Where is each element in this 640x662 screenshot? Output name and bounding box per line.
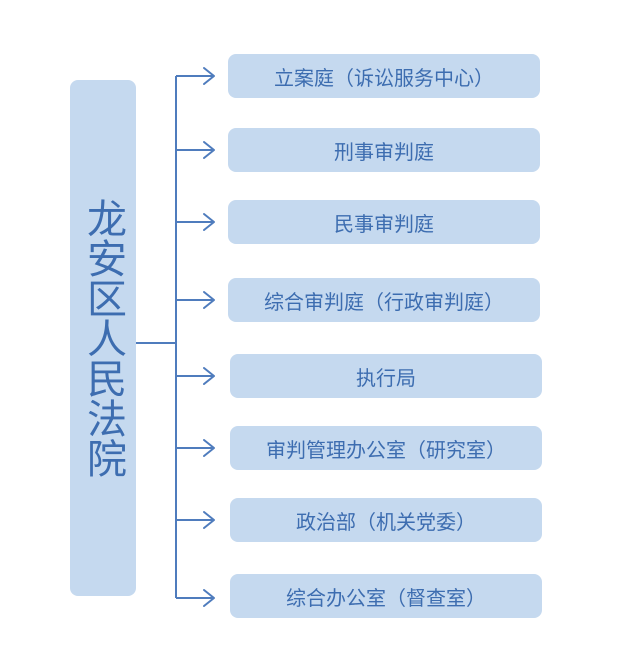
branch-label: 民事审判庭 <box>334 211 434 236</box>
arrow-connector <box>176 213 215 231</box>
branch-node: 刑事审判庭 <box>228 128 540 172</box>
root-label: 龙安区人民法院 <box>80 198 126 478</box>
branch-node: 民事审判庭 <box>228 200 540 244</box>
branch-node: 执行局 <box>230 354 542 398</box>
arrow-connector <box>176 141 215 159</box>
branch-label: 政治部（机关党委） <box>296 509 476 534</box>
arrow-connector <box>176 67 215 85</box>
branch-label: 执行局 <box>356 365 416 390</box>
arrow-connector <box>176 511 215 529</box>
branch-label: 综合审判庭（行政审判庭） <box>264 289 504 314</box>
arrow-connector <box>176 291 215 309</box>
branch-label: 综合办公室（督查室） <box>286 585 486 610</box>
arrow-connector <box>176 589 215 607</box>
root-node: 龙安区人民法院 <box>70 80 136 596</box>
branch-label: 立案庭（诉讼服务中心） <box>274 65 494 90</box>
arrow-connector <box>176 439 215 457</box>
branch-node: 政治部（机关党委） <box>230 498 542 542</box>
arrow-connector <box>176 367 215 385</box>
branch-node: 综合办公室（督查室） <box>230 574 542 618</box>
branch-node: 审判管理办公室（研究室） <box>230 426 542 470</box>
branch-node: 综合审判庭（行政审判庭） <box>228 278 540 322</box>
branch-label: 审判管理办公室（研究室） <box>266 437 506 462</box>
branch-node: 立案庭（诉讼服务中心） <box>228 54 540 98</box>
branch-label: 刑事审判庭 <box>334 139 434 164</box>
